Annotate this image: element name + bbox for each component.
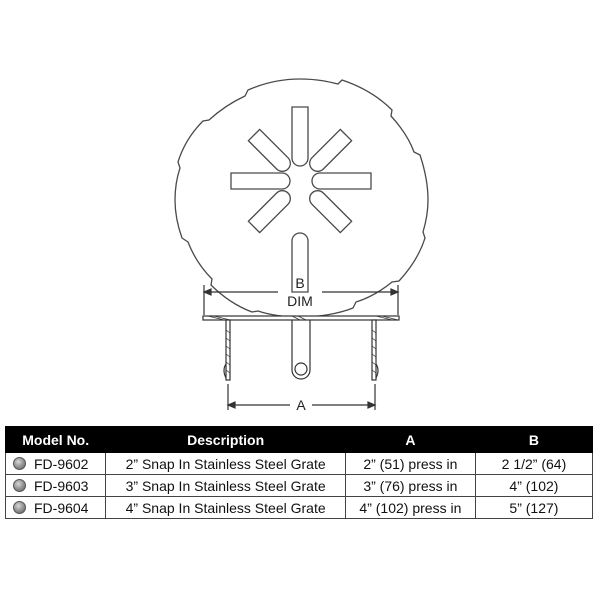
bullet-icon (13, 500, 26, 514)
table-row: FD-9603 3” Snap In Stainless Steel Grate… (4, 474, 594, 497)
model-number: FD-9603 (34, 477, 89, 494)
bullet-icon (13, 456, 26, 470)
slot-top-right (247, 128, 291, 172)
description-cell: 4” Snap In Stainless Steel Grate (105, 496, 346, 519)
slot-bottom (291, 232, 309, 293)
spec-table: Model No. Description A B FD-9602 2” Sna… (4, 426, 594, 519)
table-row: FD-9604 4” Snap In Stainless Steel Grate… (4, 496, 594, 519)
model-cell: FD-9604 (4, 496, 107, 519)
table-row: FD-9602 2” Snap In Stainless Steel Grate… (4, 452, 594, 475)
description-cell: 2” Snap In Stainless Steel Grate (105, 452, 346, 475)
a-cell: 4” (102) press in (344, 496, 476, 519)
b-cell: 5” (127) (474, 496, 594, 519)
dim-b-sublabel: DIM (287, 293, 313, 309)
b-cell: 2 1/2” (64) (474, 452, 594, 475)
bullet-icon (13, 478, 26, 492)
a-cell: 3” (76) press in (344, 474, 476, 497)
slot-bottom-right (247, 190, 291, 234)
slot-right (311, 172, 372, 190)
header-b: B (474, 426, 594, 453)
dim-b-label: B (295, 275, 304, 291)
table-header-row: Model No. Description A B (4, 426, 594, 453)
header-model-no: Model No. (4, 426, 107, 453)
slot-left (230, 172, 291, 190)
slot-bottom-left (309, 190, 353, 234)
header-a: A (344, 426, 476, 453)
model-cell: FD-9602 (4, 452, 107, 475)
grate-side-view (202, 285, 400, 410)
model-number: FD-9602 (34, 455, 89, 472)
header-description: Description (105, 426, 346, 453)
dim-a-label: A (296, 397, 306, 413)
slot-top (291, 106, 309, 167)
model-number: FD-9604 (34, 499, 89, 516)
product-drawing: B DIM A (174, 78, 429, 413)
model-cell: FD-9603 (4, 474, 107, 497)
slot-top-left (309, 128, 353, 172)
description-cell: 3” Snap In Stainless Steel Grate (105, 474, 346, 497)
a-cell: 2” (51) press in (344, 452, 476, 475)
b-cell: 4” (102) (474, 474, 594, 497)
